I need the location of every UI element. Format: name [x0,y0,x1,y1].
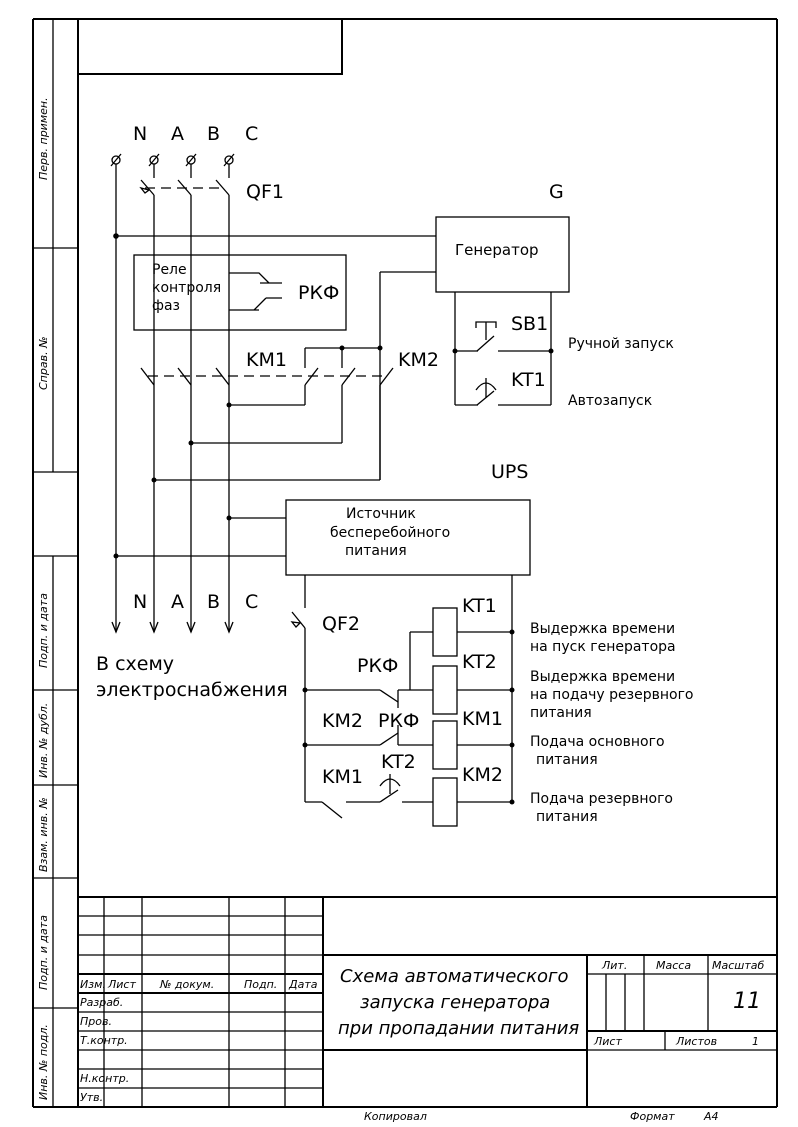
kt2-delay-icon [379,774,401,794]
note-km1-l1: Подача основного [530,734,665,750]
side-label-vzam-inv: Взам. инв. № [37,797,50,872]
tb-scale: Масштаб [712,959,764,972]
coil-kt1: KT1 [432,595,512,657]
tb-header-izm: Изм. [80,978,106,991]
ups-block: UPS Источник бесперебойного питания [113,461,531,576]
tb-header-date: Дата [288,978,318,991]
relay-tag: РКФ [298,282,339,304]
tb-sheet-no: 11 [733,989,761,1014]
tb-role-nkontr: Н.контр. [80,1072,129,1085]
output-arrows: N A B C В схему электроснабжения [96,591,288,701]
top-bus-terminals: N A B C [110,123,258,167]
ups-line3: питания [345,543,407,559]
bus-label-a: A [171,123,184,145]
km2-label: KM2 [398,349,439,371]
tb-format-val: А4 [703,1110,719,1123]
tb-format: Формат [630,1110,675,1123]
out-label-a: A [171,591,184,613]
km1-label: KM1 [246,349,287,371]
note-kt1-l1: Выдержка времени [530,621,675,637]
tb-role-tkontr: Т.контр. [80,1034,128,1047]
bus-label-n: N [133,123,147,145]
auto-start-label: Автозапуск [568,393,652,409]
ups-line1: Источник [346,506,416,522]
sb1-label: SB1 [511,313,548,335]
tb-lit: Лит. [601,959,627,972]
phase-relay: Реле контроля фаз РКФ [133,254,347,331]
side-label-perv-primen: Перв. примен. [37,97,50,180]
drawing-frame [32,18,778,1108]
terminal-icon [110,153,235,167]
coil-km2-label: KM2 [462,764,503,786]
out-label-n: N [133,591,147,613]
supply-line1: В схему [96,653,174,675]
bus-label-b: B [207,123,220,145]
generator-tag: G [549,181,564,203]
supply-line2: электроснабжения [96,679,288,701]
control-kt2-contact: KT2 [381,751,416,773]
coil-km1-label: KM1 [462,708,503,730]
start-circuit: SB1 KT1 Ручной запуск Автозапуск [452,292,674,409]
tb-title-line2: запуска генератора [360,992,550,1013]
qf2-label: QF2 [322,613,360,635]
coil-km1: KM1 [432,708,512,770]
kt1-contact-label: KT1 [511,369,546,391]
tb-title-line3: при пропадании питания [338,1018,579,1039]
tb-copied: Копировал [364,1110,427,1123]
ups-tag: UPS [491,461,528,483]
side-margin-labels: Перв. примен. Справ. № Подп. и дата Инв.… [37,97,50,1100]
bus-label-c: C [245,123,258,145]
note-kt1-l2: на пуск генератора [530,639,676,655]
side-label-podp-data-2: Подп. и дата [37,915,50,990]
coil-kt1-label: KT1 [462,595,497,617]
breaker-qf1: QF1 [115,164,284,632]
tb-role-razrab: Разраб. [80,996,123,1009]
tb-mass: Масса [656,959,691,972]
coil-kt2: KT2 [432,651,512,715]
tb-role-prov: Пров. [80,1015,112,1028]
tb-header-list: Лист [107,978,136,991]
control-circuit: QF2 РКФ KM2 РКФ KM1 KT2 KT1 [290,575,694,827]
side-label-podp-data-1: Подп. и дата [37,593,50,668]
generator-label: Генератор [455,241,539,259]
time-delay-contact-icon [475,378,497,398]
tb-title-line1: Схема автоматического [340,966,569,987]
title-block: Изм. Лист № докум. Подп. Дата Разраб. Пр… [78,896,777,1123]
side-label-inv-podl: Инв. № подл. [37,1024,50,1100]
relay-line1: Реле [152,262,187,278]
tb-sheet: Лист [593,1035,622,1048]
ups-line2: бесперебойного [330,525,450,541]
tb-sheets-count: 1 [752,1035,759,1048]
pushbutton-icon [475,321,497,340]
relay-line2: контроля [152,280,221,296]
note-kt2-l1: Выдержка времени [530,669,675,685]
tb-header-sign: Подп. [244,978,277,991]
tb-role-utv: Утв. [80,1091,103,1104]
control-km1-contact: KM1 [322,766,363,788]
control-km2-contact: KM2 [322,710,363,732]
out-label-c: C [245,591,258,613]
side-label-inv-dubl: Инв. № дубл. [37,703,50,778]
note-kt2-l2: на подачу резервного [530,687,694,703]
out-label-b: B [207,591,220,613]
tb-header-doc: № докум. [159,978,214,991]
side-label-sprav-no: Справ. № [37,336,50,390]
coil-km2: KM2 [432,764,512,827]
coil-kt2-label: KT2 [462,651,497,673]
control-rkf-contact: РКФ [378,710,419,732]
relay-line3: фаз [152,298,180,314]
tb-sheets: Листов [675,1035,717,1048]
transfer-contactors: KM1 KM2 [140,345,439,483]
note-km2-l2: питания [536,809,598,825]
manual-start-label: Ручной запуск [568,336,674,352]
note-km2-l1: Подача резервного [530,791,673,807]
control-rkf-top: РКФ [357,655,398,677]
note-km1-l2: питания [536,752,598,768]
note-kt2-l3: питания [530,705,592,721]
qf1-label: QF1 [246,181,284,203]
